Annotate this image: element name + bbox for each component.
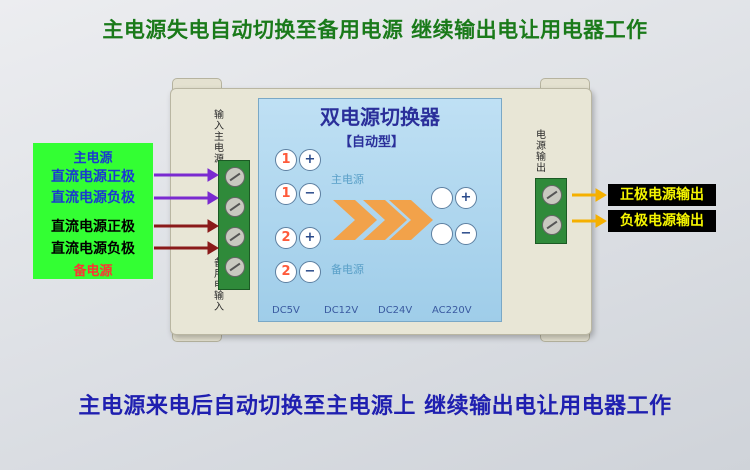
- main-plus-icon: +: [299, 149, 321, 171]
- input-label-main: 输入主电源: [214, 110, 224, 165]
- output-label: 电源输出: [536, 130, 546, 174]
- callout-main-header: 主电源: [73, 151, 113, 166]
- main-input-1-number: 1: [275, 149, 297, 171]
- output-empty-circle-2: [431, 223, 453, 245]
- main-source-label: 主电源: [331, 173, 364, 186]
- callout-main-positive: 直流电源正极: [51, 169, 135, 185]
- main-input-1-number-b: 1: [275, 183, 297, 205]
- top-caption: 主电源失电自动切换至备用电源 继续输出电让用电器工作: [102, 18, 648, 42]
- device-title: 双电源切换器: [320, 105, 440, 129]
- backup-input-2-number: 2: [275, 227, 297, 249]
- voltage-dc5v: DC5V: [272, 305, 300, 316]
- input-terminal-block: [218, 160, 250, 290]
- input-callout-box: [33, 143, 153, 279]
- voltage-dc12v: DC12V: [324, 305, 359, 316]
- output-positive-tag: 正极电源输出: [608, 184, 716, 206]
- output-empty-circle-1: [431, 187, 453, 209]
- main-minus-icon: −: [299, 183, 321, 205]
- backup-source-label: 备电源: [331, 263, 364, 276]
- callout-backup-negative: 直流电源负极: [51, 241, 135, 257]
- voltage-dc24v: DC24V: [378, 305, 413, 316]
- voltage-ac220v: AC220V: [432, 305, 472, 316]
- terminal-screw-1: [225, 167, 245, 187]
- terminal-screw-3: [225, 227, 245, 247]
- terminal-screw-4: [225, 257, 245, 277]
- backup-input-2-number-b: 2: [275, 261, 297, 283]
- device-subtitle: 【自动型】: [339, 135, 405, 150]
- device-front-panel: 双电源切换器 【自动型】 1 + 1 − 主电源 2 + 2 − 备电源 + −: [258, 98, 502, 322]
- callout-backup-footer: 备电源: [73, 264, 113, 279]
- output-terminal-block: [535, 178, 567, 244]
- callout-backup-positive: 直流电源正极: [51, 219, 135, 235]
- backup-minus-icon: −: [299, 261, 321, 283]
- output-screw-2: [542, 215, 562, 235]
- output-plus-icon: +: [455, 187, 477, 209]
- bottom-caption: 主电源来电后自动切换至主电源上 继续输出电让用电器工作: [78, 394, 672, 419]
- output-screw-1: [542, 185, 562, 205]
- switch-direction-chevrons: [333, 200, 433, 240]
- callout-main-negative: 直流电源负极: [51, 190, 135, 206]
- output-minus-icon: −: [455, 223, 477, 245]
- backup-plus-icon: +: [299, 227, 321, 249]
- terminal-screw-2: [225, 197, 245, 217]
- output-negative-tag: 负极电源输出: [608, 210, 716, 232]
